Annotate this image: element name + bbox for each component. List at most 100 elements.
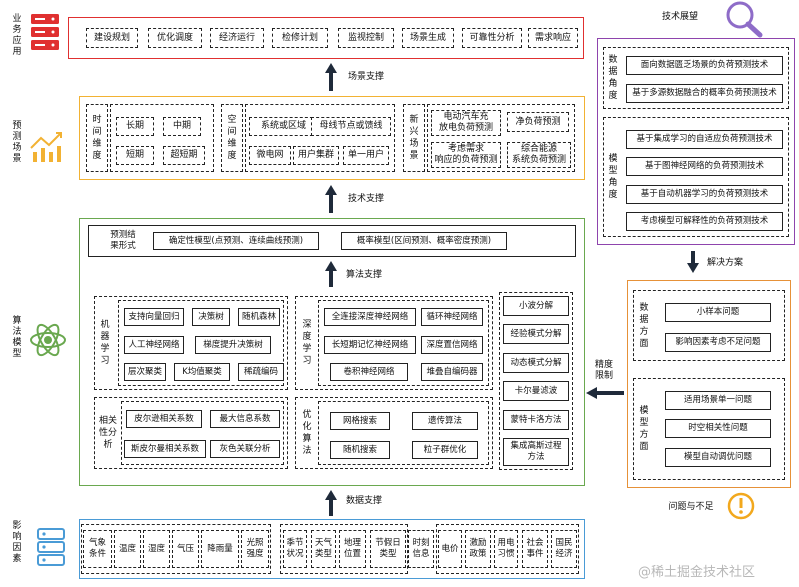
result-form-label: 预测结 果形式	[110, 230, 136, 251]
server-icon	[31, 14, 59, 50]
data-angle-box	[603, 47, 789, 109]
warning-icon	[727, 492, 755, 520]
opt-items-box	[318, 401, 489, 465]
ml-items-box	[118, 300, 284, 386]
new-scene-label: 新 兴 场 景	[409, 115, 419, 161]
time-dimension-label: 时 间 维 度	[92, 115, 102, 161]
signal-outer-box	[499, 292, 573, 470]
scene-panel	[79, 96, 585, 180]
corr-spearman: 斯皮尔曼相关系数	[124, 440, 206, 458]
label-prediction-scene: 预 测 场 景	[12, 121, 22, 164]
ml-hierarchical: 层次聚类	[124, 363, 166, 381]
label-algorithm-model: 算 法 模 型	[12, 316, 22, 359]
space-system: 系统或区域	[249, 117, 318, 136]
dl-dbn: 深度置信网络	[421, 336, 483, 354]
factor-item: 国民 经济	[551, 530, 577, 568]
ml-svr: 支持向量回归	[124, 308, 184, 326]
factor-group	[280, 524, 408, 574]
model-angle-label: 模 型 角 度	[608, 154, 618, 200]
arrow-left-precision	[586, 387, 624, 399]
space-microgrid: 微电网	[249, 146, 291, 165]
time-short: 短期	[116, 146, 154, 165]
signal-emd: 经验模式分解	[503, 324, 569, 344]
probabilistic-model: 概率模型(区间预测、概率密度预测)	[341, 232, 507, 250]
dl-cnn: 卷积神经网络	[330, 363, 408, 381]
time-items-box	[110, 104, 214, 172]
problem-spatiotemporal: 时空相关性问题	[665, 419, 771, 438]
factor-item: 社会 事件	[522, 530, 548, 568]
dl-outer-box	[295, 296, 493, 390]
outlook-title: 技术展望	[661, 11, 698, 22]
corr-outer-box	[94, 397, 288, 469]
time-ultra-short: 超短期	[163, 146, 205, 165]
factor-item: 温度	[114, 530, 141, 568]
factor-item: 电价	[438, 530, 462, 568]
model-side-label: 模 型 方 面	[639, 406, 649, 452]
business-item: 可靠性分析	[462, 28, 522, 48]
algo-support-label: 算法支撑	[345, 269, 382, 280]
outlook-gnn: 基于图神经网络的负荷预测技术	[626, 157, 783, 176]
outlook-ensemble: 基于集成学习的自适应负荷预测技术	[626, 130, 783, 149]
business-item: 检修计划	[272, 28, 328, 48]
factor-item: 湿度	[143, 530, 170, 568]
signal-kalman: 卡尔曼滤波	[503, 381, 569, 401]
new-demand-response: 考虑需求 响应的负荷预测	[431, 142, 501, 168]
space-dimension-box	[221, 104, 243, 172]
problem-panel	[627, 280, 791, 488]
new-items-box	[427, 104, 575, 172]
arrow-up-data	[325, 490, 337, 516]
deterministic-model: 确定性模型(点预测、连续曲线预测)	[153, 232, 319, 250]
business-item: 需求响应	[528, 28, 578, 48]
signal-wavelet: 小波分解	[503, 296, 569, 316]
outlook-multi-source: 基于多源数据融合的概率负荷预测技术	[626, 84, 783, 103]
data-side-label: 数 据 方 面	[639, 302, 649, 349]
problems-title: 问题与不足	[668, 501, 714, 512]
business-item: 场景生成	[402, 28, 454, 48]
factor-item: 天气 类型	[311, 530, 336, 568]
opt-random-search: 随机搜索	[330, 441, 390, 459]
ml-decision-tree: 决策树	[192, 308, 230, 326]
data-angle-label: 数 据 角 度	[608, 55, 618, 101]
factor-item: 时刻 信息	[408, 530, 434, 568]
factor-item: 光照 强度	[241, 530, 269, 568]
corr-grey: 灰色关联分析	[210, 440, 280, 458]
database-icon	[37, 528, 65, 566]
factor-item: 用电 习惯	[494, 530, 518, 568]
factor-group	[81, 524, 271, 574]
factor-panel	[79, 519, 585, 579]
ml-sparse-coding: 稀疏编码	[238, 363, 284, 381]
label-influence-factors: 影 响 因 素	[12, 521, 22, 564]
business-item: 优化调度	[148, 28, 202, 48]
scene-support-label: 场景支撑	[347, 71, 384, 82]
label-business-app: 业 务 应 用	[12, 14, 22, 57]
dl-fcdnn: 全连接深度神经网络	[324, 308, 416, 326]
problem-factor-insufficient: 影响因素考虑不足问题	[665, 333, 771, 352]
corr-items-box	[121, 401, 284, 465]
time-dimension-box	[86, 104, 108, 172]
algorithm-panel	[79, 218, 585, 486]
factor-item: 节假日 类型	[370, 530, 406, 568]
arrow-up-scene	[325, 63, 337, 91]
corr-label: 相关 性分 析	[98, 416, 117, 450]
signal-dmd: 动态模式分解	[503, 353, 569, 373]
dl-sae: 堆叠自编码器	[421, 363, 483, 381]
time-long: 长期	[116, 117, 154, 136]
space-single-user: 单一用户	[343, 146, 389, 165]
model-side-box	[633, 378, 785, 480]
arrow-down-solution	[687, 251, 699, 273]
chart-icon	[30, 132, 62, 162]
data-side-box	[633, 290, 785, 361]
dl-lstm: 长短期记忆神经网络	[324, 336, 416, 354]
new-net-load: 净负荷预测	[507, 112, 569, 132]
atom-icon	[30, 323, 66, 357]
space-dimension-label: 空 间 维 度	[227, 115, 237, 161]
opt-outer-box	[295, 397, 493, 469]
tech-support-label: 技术支撑	[347, 193, 384, 204]
opt-grid-search: 网格搜索	[330, 412, 390, 430]
data-support-label: 数据支撑	[345, 495, 382, 506]
arrow-up-tech	[325, 185, 337, 213]
precision-label: 精度 限制	[594, 360, 613, 381]
business-panel	[68, 17, 584, 59]
new-integrated-energy: 综合能源 系统负荷预测	[507, 142, 571, 168]
signal-gaussian-process: 集成高斯过程 方法	[503, 438, 569, 466]
